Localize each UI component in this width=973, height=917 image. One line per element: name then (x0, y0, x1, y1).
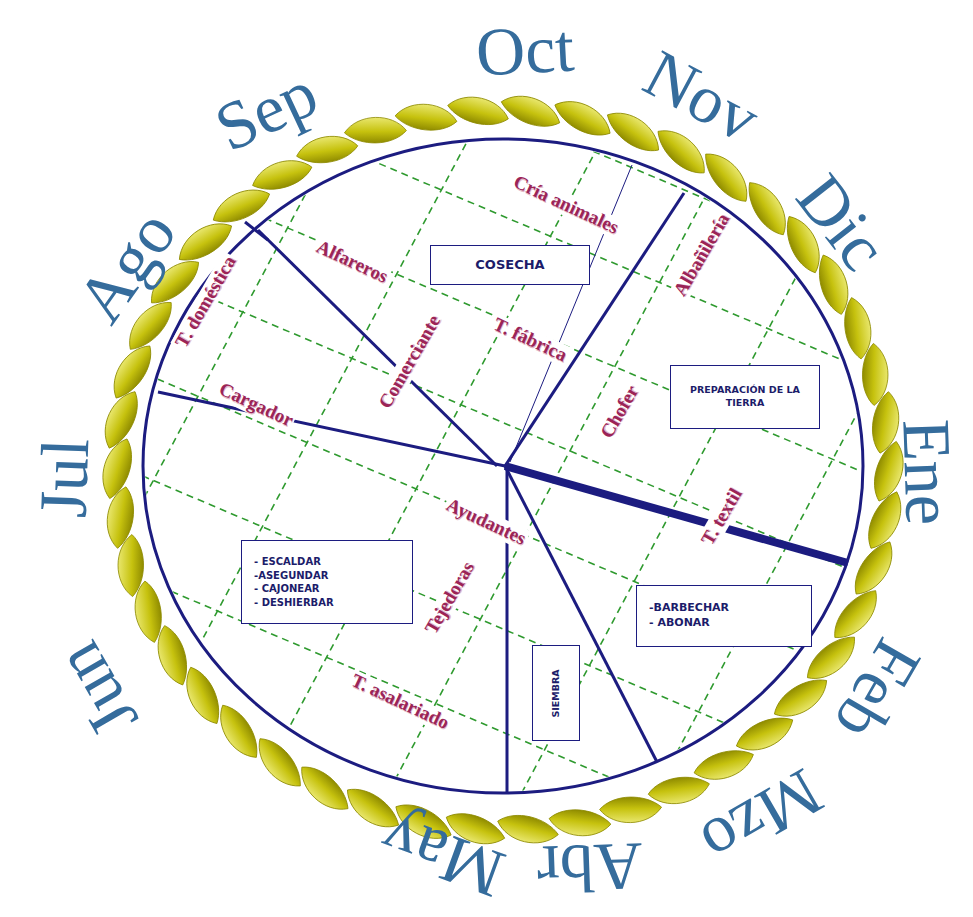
leaf (600, 797, 662, 823)
activity-label: T. doméstica (170, 251, 241, 353)
activity-box: -BARBECHAR- ABONAR (636, 585, 812, 647)
month-label: Mzo (691, 757, 833, 878)
dashed-line (533, 39, 973, 917)
dashed-line (23, 0, 973, 353)
year-circle (143, 139, 863, 793)
activity-label: Cría animales (508, 171, 623, 240)
leaf-wreath (95, 88, 911, 853)
activity-label: T. textil (696, 483, 747, 551)
divider-line (245, 222, 268, 240)
month-label: Dic (785, 162, 899, 281)
dashed-line (0, 505, 973, 917)
activity-text: PREPARACIÓN DE LA TIERRA (689, 384, 801, 410)
leaf (250, 731, 309, 795)
leaf (344, 117, 406, 143)
activity-text: COSECHA (475, 256, 544, 274)
activity-box: SIEMBRA (532, 645, 580, 741)
activity-label: Comerciante (374, 310, 446, 414)
dashed-line (429, 0, 973, 917)
activity-box: PREPARACIÓN DE LA TIERRA (670, 365, 820, 429)
dashed-line (0, 0, 973, 528)
month-label: Feb (823, 629, 933, 751)
activity-label: T. asalariado (346, 669, 454, 734)
dashed-line (0, 243, 973, 790)
activity-label: Chofer (596, 380, 645, 443)
dashed-line (0, 418, 973, 917)
divider-line (158, 392, 505, 466)
activity-label: Ayudantes (441, 494, 531, 551)
leaf (445, 91, 511, 131)
leaf (293, 758, 355, 819)
month-label: May (372, 803, 512, 910)
month-label: Ago (65, 199, 188, 334)
month-label: Ene (892, 418, 964, 526)
activity-label: Alfareros (311, 236, 393, 289)
month-label: Nov (634, 38, 769, 153)
activity-text: - ESCALDAR-ASEGUNDAR- CAJONEAR- DESHIERB… (254, 555, 334, 609)
month-label: Jul (29, 437, 100, 519)
activity-text: -BARBECHAR- ABONAR (649, 601, 729, 631)
dashed-line (0, 68, 973, 615)
leaf (498, 88, 565, 135)
month-label: Oct (474, 13, 576, 86)
dashed-line (220, 0, 877, 917)
activity-label: Tejedoras (420, 557, 480, 640)
dashed-line (116, 0, 773, 917)
dashed-line (0, 156, 973, 703)
activity-text: SIEMBRA (550, 669, 563, 717)
season-dividers (158, 165, 848, 792)
dashed-line (324, 0, 973, 917)
dashed-line (0, 331, 973, 878)
activity-label: T. fábrica (488, 313, 572, 367)
dashed-line (0, 0, 973, 440)
divider-line (505, 466, 657, 762)
month-label: Abr (536, 832, 644, 904)
month-label: Sep (205, 58, 326, 163)
activity-label: Cargador (214, 378, 298, 432)
activity-box: COSECHA (430, 245, 590, 285)
dashed-line (0, 0, 461, 887)
leaf (647, 774, 712, 808)
month-label: Jun (43, 632, 149, 748)
divider-line (505, 466, 848, 563)
dashed-line (12, 0, 669, 917)
activity-label: Albañilería (669, 208, 735, 301)
activity-box: - ESCALDAR-ASEGUNDAR- CAJONEAR- DESHIERB… (241, 540, 413, 624)
leaf (295, 133, 360, 167)
leaf (211, 699, 265, 765)
dashed-line (0, 0, 565, 917)
leaf (550, 92, 617, 144)
leaf (95, 435, 138, 502)
divider-line (506, 466, 509, 792)
leaf (601, 103, 666, 160)
